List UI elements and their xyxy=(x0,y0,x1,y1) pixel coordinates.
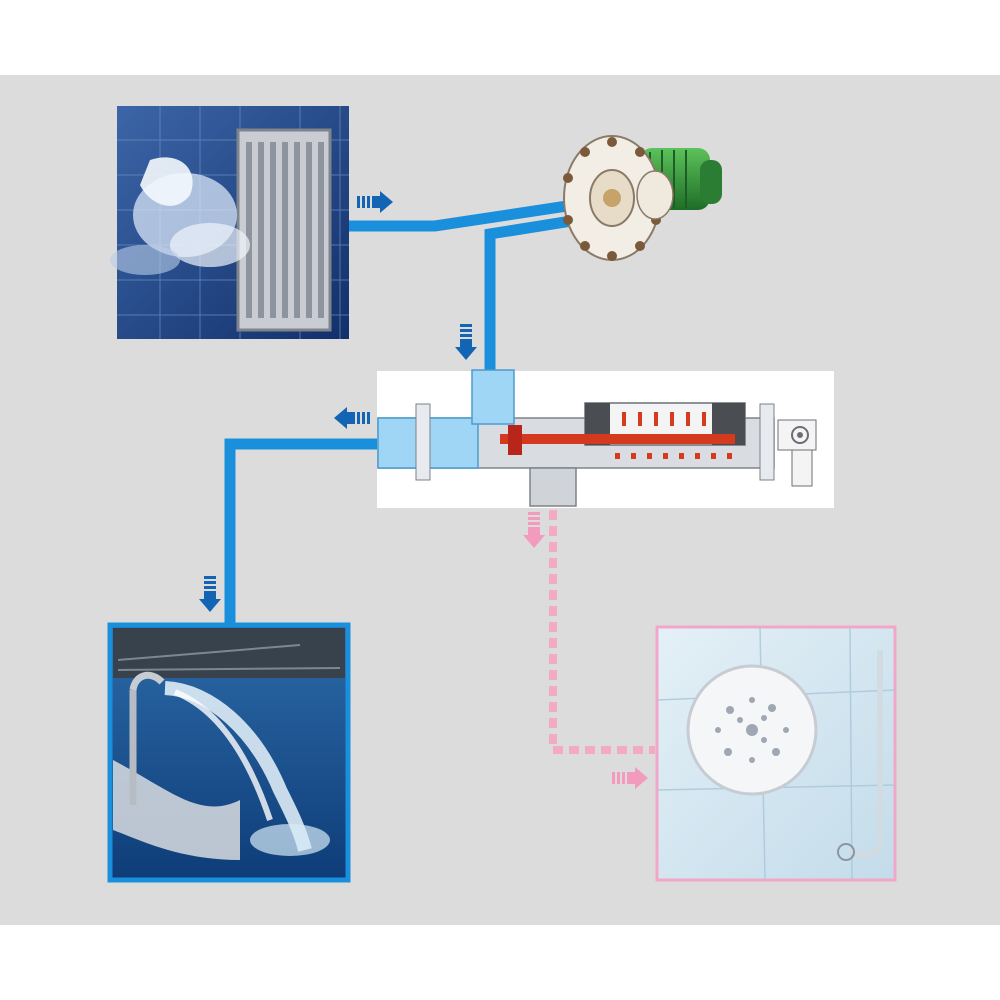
flow-arrow-to-heater xyxy=(455,324,477,360)
drain-photo xyxy=(655,625,897,882)
flow-arrow-to-pool xyxy=(199,576,221,612)
drain-line xyxy=(549,510,655,754)
flow-arrow-from-heater xyxy=(334,407,370,429)
pool-outlet-photo xyxy=(107,622,351,883)
heater-unit xyxy=(377,369,834,508)
intake-grille-photo xyxy=(110,106,349,339)
flow-arrow-to-pump xyxy=(357,191,393,213)
pump-assembly xyxy=(563,135,722,261)
flow-arrow-to-drain xyxy=(612,767,648,789)
pipe-heater-to-pool xyxy=(224,438,378,625)
flow-arrow-to-drain-down xyxy=(523,512,545,548)
